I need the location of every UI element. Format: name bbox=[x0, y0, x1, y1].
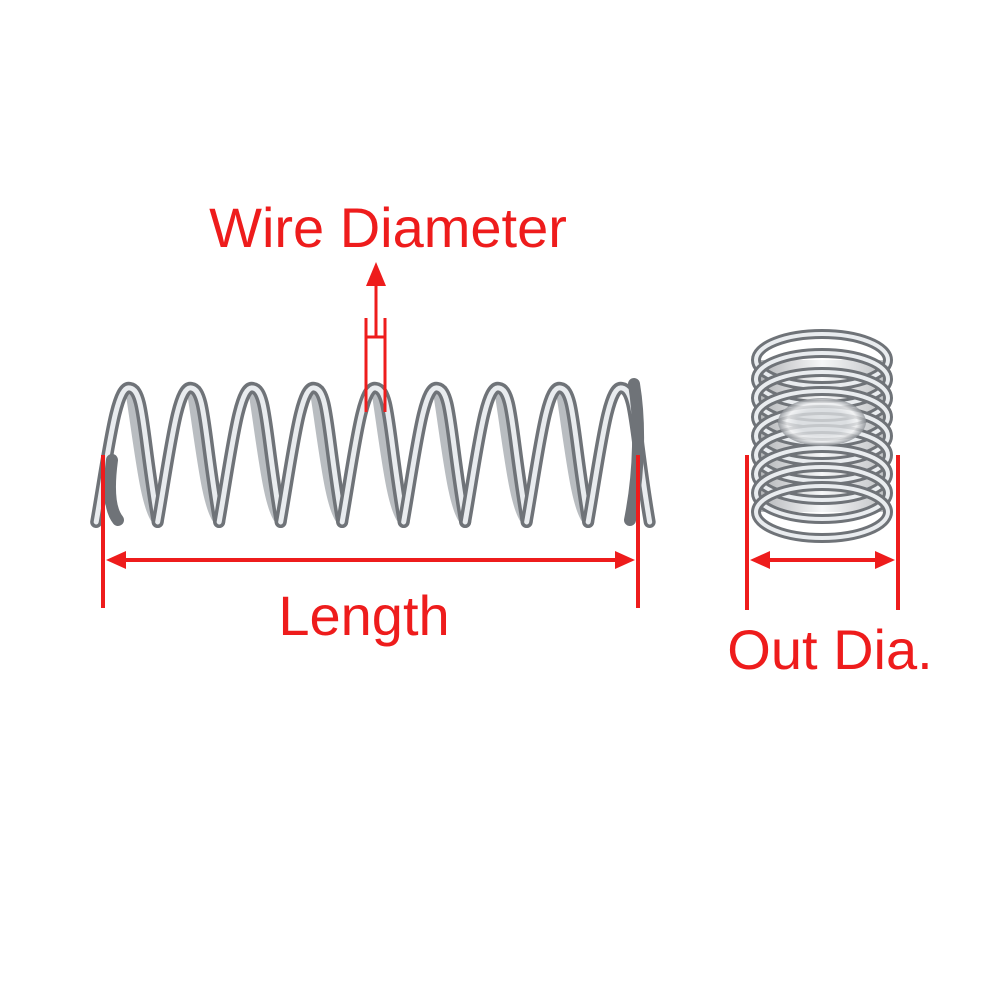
wire-diameter-label: Wire Diameter bbox=[209, 196, 567, 259]
out-dia-arrow-left bbox=[750, 551, 770, 569]
spring-coil bbox=[336, 382, 410, 528]
length-arrow-right bbox=[615, 551, 635, 569]
spring-end-ring bbox=[751, 462, 893, 524]
wire-diameter-arrow-up bbox=[366, 262, 386, 286]
out-dia-dimension bbox=[745, 455, 900, 610]
spring-coil bbox=[520, 382, 595, 528]
spring-end-ring bbox=[751, 443, 893, 505]
spring-end-ring bbox=[751, 481, 893, 543]
spring-coil bbox=[151, 382, 226, 528]
wire-diameter-marker bbox=[364, 262, 387, 412]
length-arrow-left bbox=[106, 551, 126, 569]
length-dimension bbox=[101, 455, 640, 608]
length-label: Length bbox=[278, 584, 450, 647]
spring-side-view bbox=[90, 378, 656, 528]
spring-coil bbox=[274, 382, 349, 528]
spring-end-left bbox=[104, 454, 124, 526]
out-dia-label: Out Dia. bbox=[727, 618, 933, 681]
spring-coil bbox=[459, 382, 533, 528]
spring-coil bbox=[213, 382, 287, 528]
spring-end-view bbox=[751, 329, 893, 543]
spring-coil bbox=[397, 382, 472, 528]
out-dia-arrow-right bbox=[875, 551, 895, 569]
spring-end-right bbox=[624, 378, 645, 526]
spring-end-opening bbox=[778, 398, 866, 446]
